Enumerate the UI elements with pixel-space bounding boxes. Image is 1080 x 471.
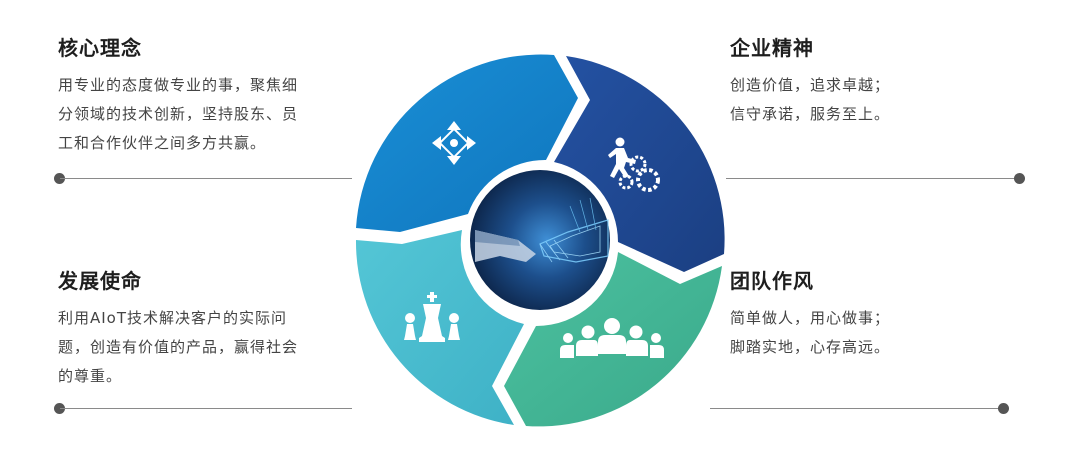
text-line: 利用AIoT技术解决客户的实际问: [58, 309, 288, 327]
direction-pad-icon: [432, 121, 476, 165]
text-line: 简单做人，用心做事；: [730, 309, 891, 327]
divider-dot: [54, 403, 65, 414]
divider-line: [710, 408, 1002, 409]
team-style-block: 团队作风 简单做人，用心做事； 脚踏实地，心存高远。: [730, 265, 980, 362]
enterprise-spirit-text: 创造价值，追求卓越； 信守承诺，服务至上。: [730, 71, 980, 129]
core-philosophy-title: 核心理念: [58, 36, 142, 60]
handshake-image: [470, 170, 610, 310]
text-line: 用专业的态度做专业的事，聚焦细: [58, 76, 299, 94]
divider-dot: [54, 173, 65, 184]
development-mission-text: 利用AIoT技术解决客户的实际问 题，创造有价值的产品，赢得社会 的尊重。: [58, 304, 358, 391]
core-philosophy-block: 核心理念 用专业的态度做专业的事，聚焦细 分领域的技术创新，坚持股东、员 工和合…: [58, 32, 358, 158]
text-line: 信守承诺，服务至上。: [730, 105, 891, 123]
divider-line: [60, 408, 352, 409]
text-line: 的尊重。: [58, 367, 123, 385]
text-line: 创造价值，追求卓越；: [730, 76, 891, 94]
text-line: 分领域的技术创新，坚持股东、员: [58, 105, 299, 123]
chess-pieces-icon: [404, 292, 460, 342]
core-philosophy-text: 用专业的态度做专业的事，聚焦细 分领域的技术创新，坚持股东、员 工和合作伙伴之间…: [58, 71, 358, 158]
text-line: 题，创造有价值的产品，赢得社会: [58, 338, 299, 356]
team-people-icon: [560, 318, 664, 358]
climbing-gears-icon: [608, 137, 660, 192]
segment-top-right: [554, 56, 725, 272]
handshake-icon: [475, 197, 609, 263]
development-mission-block: 发展使命 利用AIoT技术解决客户的实际问 题，创造有价值的产品，赢得社会 的尊…: [58, 265, 358, 391]
text-line: 工和合作伙伴之间多方共赢。: [58, 134, 267, 152]
text-line: 脚踏实地，心存高远。: [730, 338, 891, 356]
development-mission-title: 发展使命: [58, 269, 142, 293]
enterprise-spirit-block: 企业精神 创造价值，追求卓越； 信守承诺，服务至上。: [730, 32, 980, 129]
divider-dot: [1014, 173, 1025, 184]
divider-line: [726, 178, 1018, 179]
values-wheel: [355, 54, 725, 427]
team-style-text: 简单做人，用心做事； 脚踏实地，心存高远。: [730, 304, 980, 362]
divider-line: [60, 178, 352, 179]
enterprise-spirit-title: 企业精神: [730, 36, 814, 60]
divider-dot: [998, 403, 1009, 414]
team-style-title: 团队作风: [730, 269, 814, 293]
